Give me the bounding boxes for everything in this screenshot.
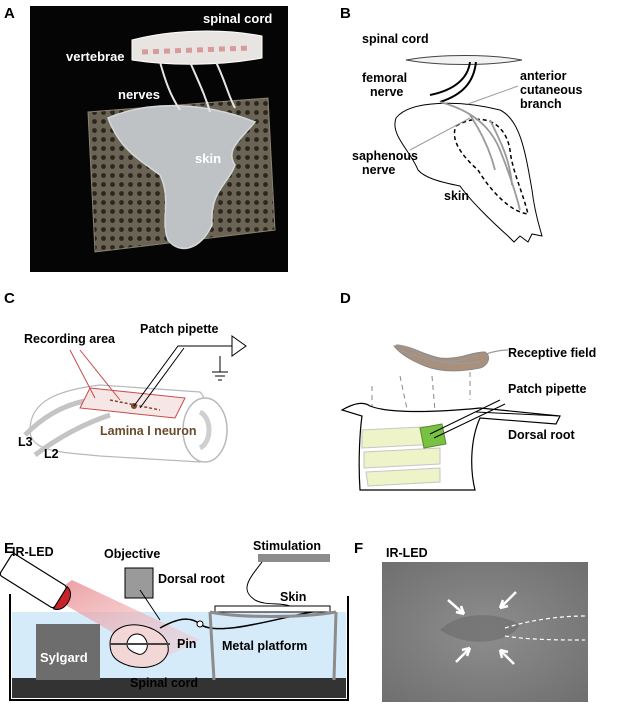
b-skin-label: skin: [444, 189, 469, 203]
c-recording-area-label: Recording area: [24, 332, 116, 346]
d-receptive-outline: [395, 344, 509, 365]
e-pipette-line: [139, 589, 161, 621]
c-patch-pipette-label: Patch pipette: [140, 322, 219, 336]
f-arrow-bottom-left: [455, 646, 472, 663]
panel-e: E IR-LED Objective Stimulation Dorsal ro…: [0, 539, 349, 701]
b-skin-outline: [394, 102, 543, 243]
a-spinal-cord-label: spinal cord: [203, 11, 272, 26]
c-amplifier-icon: [231, 335, 247, 357]
e-sylgard-label: Sylgard: [40, 650, 88, 665]
a-nerves-label: nerves: [118, 87, 160, 102]
panel-a: A spinal cord vertebrae nerves skin: [4, 5, 288, 272]
e-chamber-walls: [9, 594, 349, 701]
e-ir-led-label: IR-LED: [12, 545, 54, 559]
c-recording-pointer: [69, 349, 121, 401]
f-pipette-outline: [504, 615, 586, 641]
d-dorsal-root-label: Dorsal root: [508, 428, 576, 442]
d-dorsal-root-line: [475, 411, 561, 417]
d-receptive-field-label: Receptive field: [508, 346, 596, 360]
c-patch-pipette: [133, 345, 232, 409]
b-femoral-nerve-lines: [429, 61, 477, 103]
f-arrow-top-right: [498, 591, 517, 610]
e-skin-sheet: [214, 605, 331, 613]
c-lamina-label: Lamina I neuron: [100, 424, 197, 438]
b-spinal-cord-label: spinal cord: [362, 32, 429, 46]
panel-f: F IR-LED: [354, 540, 588, 702]
panel-c: C Recording area Patch pipette Lamina I …: [4, 290, 247, 463]
c-l3-label: L3: [18, 435, 33, 449]
f-ir-led-label: IR-LED: [386, 546, 428, 560]
b-anterior-label-1: anterior: [520, 69, 567, 83]
panel-b: B spinal cord femoral nerve anterior cut…: [340, 5, 583, 243]
a-vertebrae-label: vertebrae: [66, 49, 125, 64]
panel-d-letter: D: [340, 290, 351, 307]
e-spinal-cord-label: Spinal cord: [130, 676, 198, 690]
e-ir-led-lens: [52, 585, 72, 610]
e-metal-platform: [208, 610, 338, 681]
b-femoral-label-2: nerve: [370, 85, 403, 99]
c-ground-icon: [212, 356, 228, 381]
d-recording-bands: [361, 425, 441, 487]
b-saphenous-pointer: [409, 117, 471, 151]
e-stimulation-wire: [246, 561, 291, 607]
e-objective-lens: [124, 567, 154, 599]
c-gray-matter: [198, 409, 212, 451]
panel-d: D Receptive field Patch pipette Dorsal r…: [340, 290, 596, 491]
panel-a-letter: A: [4, 5, 15, 22]
e-dorsal-root-label: Dorsal root: [158, 572, 226, 586]
b-receptive-outline: [453, 118, 529, 215]
e-objective-label: Objective: [104, 547, 160, 561]
nerve-strands: [159, 59, 236, 113]
b-saphenous-label-1: saphenous: [352, 149, 418, 163]
e-sylgard-block: [36, 624, 100, 680]
e-metal-platform-label: Metal platform: [222, 639, 307, 653]
f-neuron-soma: [440, 615, 520, 642]
panel-e-letter: E: [4, 540, 14, 557]
f-arrow-top-left: [447, 599, 466, 616]
panel-b-letter: B: [340, 5, 351, 22]
b-anterior-pointer: [467, 85, 519, 105]
b-femoral-label-1: femoral: [362, 71, 407, 85]
b-spinal-cord-shape: [405, 55, 523, 65]
d-patch-pipette-label: Patch pipette: [508, 382, 587, 396]
c-neuron-processes: [109, 399, 161, 411]
d-patch-pipette-line: [429, 399, 506, 439]
b-saphenous-branches: [439, 101, 521, 211]
vertebrae-tissue: [141, 45, 251, 55]
panel-f-letter: F: [354, 540, 363, 557]
skin-flap: [107, 104, 257, 250]
a-skin-label: skin: [195, 151, 221, 166]
panel-c-letter: C: [4, 290, 15, 307]
d-patch-region: [419, 423, 447, 449]
e-stimulation-label: Stimulation: [253, 539, 321, 553]
b-anterior-label-2: cutaneous: [520, 83, 583, 97]
f-arrow-bottom-right: [498, 648, 515, 665]
b-anterior-label-3: branch: [520, 97, 562, 111]
b-saphenous-label-2: nerve: [362, 163, 395, 177]
c-roots: [23, 397, 111, 458]
c-l2-label: L2: [44, 447, 59, 461]
d-receptive-field-shape: [393, 345, 490, 372]
e-suction-electrode: [196, 620, 204, 628]
e-chamber-floor: [12, 678, 346, 698]
e-skin-label: Skin: [280, 590, 306, 604]
c-cord-end: [182, 397, 228, 463]
e-pin-label: Pin: [177, 637, 196, 651]
c-recording-plane: [79, 387, 186, 419]
e-stimulator: [258, 554, 330, 562]
d-cord-outline: [340, 402, 561, 491]
